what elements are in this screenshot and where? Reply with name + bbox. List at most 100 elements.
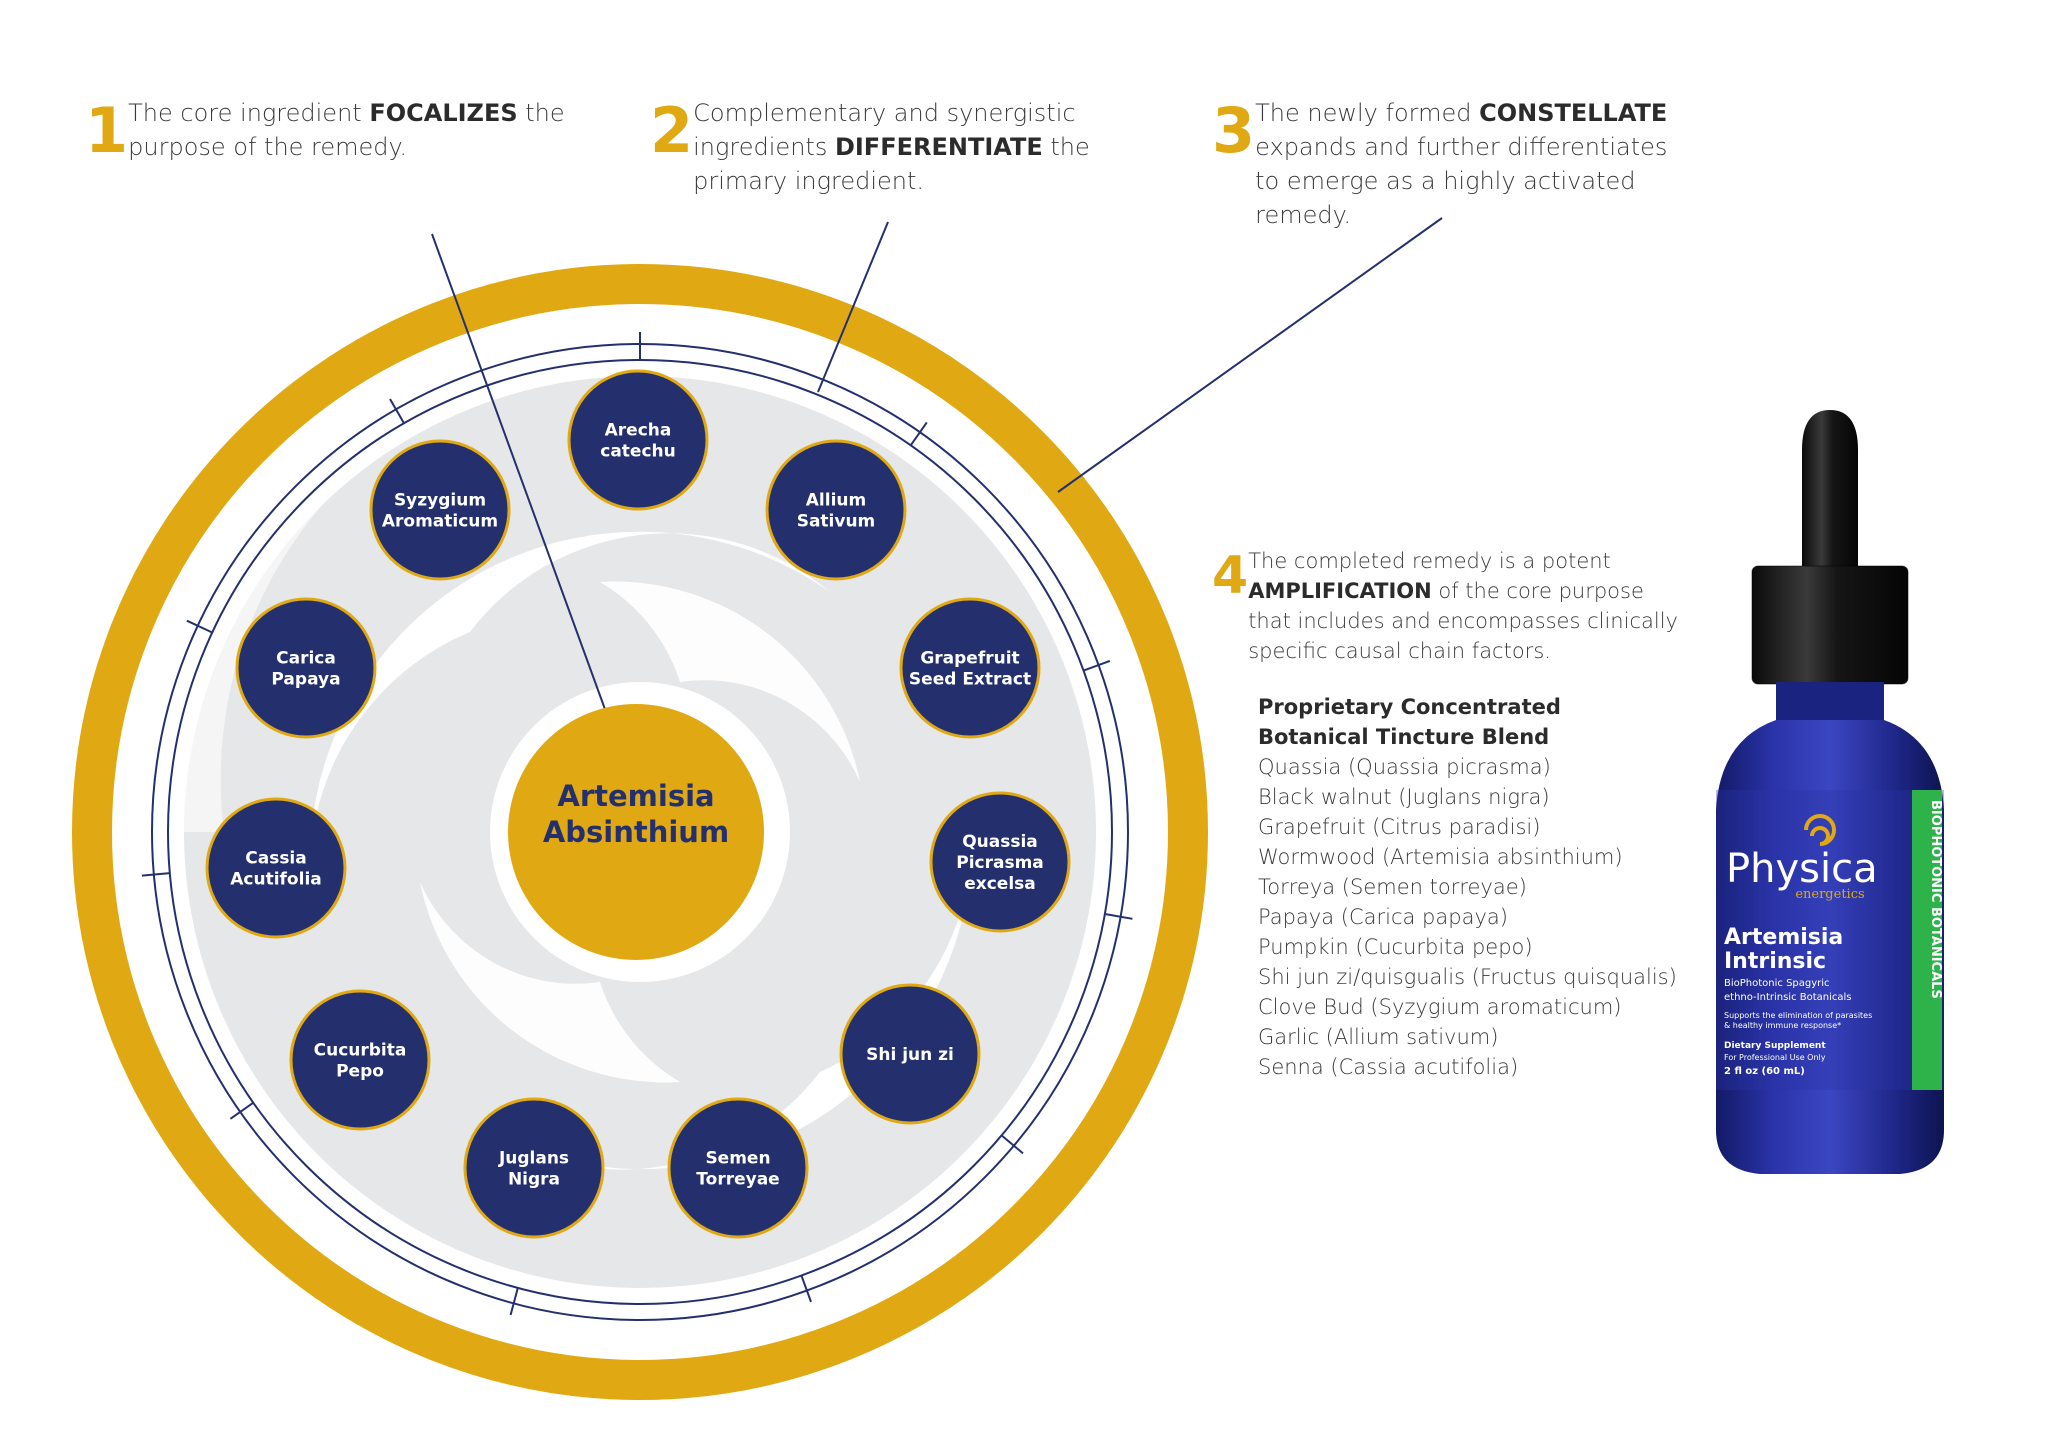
- ingredient-label: Aromaticum: [382, 512, 498, 532]
- blend-item: Quassia (Quassia picrasma): [1258, 755, 1551, 779]
- step-keyword: AMPLIFICATION: [1248, 579, 1432, 603]
- spoke: [800, 1275, 812, 1303]
- step-text-pre: The core ingredient: [128, 99, 370, 127]
- ingredient-label: Torreyae: [696, 1170, 779, 1190]
- bottle-body: [1716, 720, 1944, 1174]
- ingredient-node-circle: [289, 989, 431, 1131]
- step-4: 4 The completed remedy is a potent AMPLI…: [1212, 546, 1682, 666]
- step-keyword: FOCALIZES: [369, 99, 518, 127]
- ingredient-label: Semen: [705, 1149, 770, 1169]
- step-text: The completed remedy is a potent AMPLIFI…: [1248, 546, 1682, 666]
- ingredient-label: Picrasma: [956, 853, 1044, 873]
- step-text: The newly formed CONSTELLATE expands and…: [1255, 96, 1692, 232]
- blend-item: Garlic (Allium sativum): [1258, 1025, 1499, 1049]
- bottle-product-line-2: Intrinsic: [1724, 949, 1826, 974]
- ingredient-node-circle: [929, 791, 1071, 933]
- leader-lines: [431, 217, 1443, 713]
- step-text-pre: The completed remedy is a potent: [1248, 549, 1611, 573]
- step-text-post: expands and further differentiates to em…: [1255, 133, 1668, 229]
- ingredient-node: Shi jun zi: [839, 983, 981, 1125]
- blend-item: Pumpkin (Cucurbita pepo): [1258, 935, 1533, 959]
- spoke: [1104, 912, 1133, 920]
- blend-item: Shi jun zi/quisgualis (Fructus quisquali…: [1258, 965, 1677, 989]
- spoke: [141, 872, 170, 877]
- ingredient-node-circle: [235, 597, 377, 739]
- step-text-post: of the core purpose that includes and en…: [1248, 579, 1678, 663]
- step-number: 2: [650, 94, 694, 167]
- ingredient-label: Grapefruit: [920, 649, 1019, 669]
- step-text-post: the purpose of the remedy.: [128, 99, 565, 161]
- ingredient-label: excelsa: [964, 874, 1036, 894]
- ingredient-label: catechu: [600, 442, 676, 462]
- dropper-bulb: [1802, 410, 1858, 570]
- ingredient-label: Juglans: [498, 1149, 569, 1169]
- ingredient-label: Quassia: [962, 832, 1038, 852]
- step-text-pre: Complementary and synergistic ingredient…: [693, 99, 1076, 161]
- step-3: 3 The newly formed CONSTELLATE expands a…: [1212, 96, 1692, 232]
- spoke: [1083, 660, 1111, 672]
- ingredient-node-circle: [369, 439, 511, 581]
- blend-item: Torreya (Semen torreyae): [1258, 875, 1527, 899]
- spokes: [141, 332, 1133, 1316]
- bottle-volume: 2 fl oz (60 mL): [1724, 1066, 1805, 1077]
- ingredient-label: Papaya: [271, 670, 340, 690]
- ingredient-node-circle: [765, 439, 907, 581]
- center-label-line-2: Absinthium: [543, 815, 729, 849]
- leader-line-3: [1057, 217, 1443, 493]
- blend-item: Grapefruit (Citrus paradisi): [1258, 815, 1541, 839]
- bottle-support-line-1: Supports the elimination of parasites: [1724, 1011, 1872, 1020]
- ingredient-node-circle: [567, 369, 709, 511]
- ingredient-node-circle: [839, 983, 981, 1125]
- ingredient-label: Seed Extract: [909, 670, 1031, 690]
- spoke: [1000, 1134, 1024, 1155]
- blend-item: Papaya (Carica papaya): [1258, 905, 1508, 929]
- blend-panel: Proprietary Concentrated Botanical Tinct…: [1258, 692, 1698, 1082]
- ingredient-node-circle: [899, 597, 1041, 739]
- blend-title-line-1: Proprietary Concentrated: [1258, 695, 1561, 719]
- bottle-product-line-1: Artemisia: [1724, 925, 1843, 950]
- step-number: 4: [1212, 546, 1249, 606]
- step-keyword: CONSTELLATE: [1479, 99, 1668, 127]
- ingredient-node-circle: [205, 797, 347, 939]
- logo-spiral-icon: [1804, 814, 1836, 846]
- ingredient-label: Arecha: [605, 421, 672, 441]
- ingredient-node-circle: [463, 1097, 605, 1239]
- center-label-line-1: Artemisia: [557, 779, 714, 813]
- ingredient-label: Acutifolia: [230, 870, 322, 890]
- leader-line-2: [817, 221, 889, 393]
- side-label: BIOPHOTONIC BOTANICALS: [1928, 800, 1943, 999]
- spoke: [186, 619, 213, 634]
- step-number: 3: [1212, 94, 1256, 167]
- blend-title-line-2: Botanical Tincture Blend: [1258, 725, 1550, 749]
- blend-item: Wormwood (Artemisia absinthium): [1258, 845, 1623, 869]
- outer-gold-ring: [72, 264, 1208, 1400]
- center-node: [508, 704, 764, 960]
- ingredient-label: Syzygium: [394, 491, 486, 511]
- ingredient-label: Shi jun zi: [866, 1045, 954, 1065]
- ingredient-label: Allium: [806, 491, 866, 511]
- step-keyword: DIFFERENTIATE: [834, 133, 1043, 161]
- spoke: [389, 398, 405, 424]
- leader-line-1: [431, 233, 607, 713]
- step-text: The core ingredient FOCALIZES the purpos…: [128, 96, 605, 164]
- ingredient-label: Cassia: [245, 849, 306, 869]
- spoke: [909, 421, 928, 446]
- ingredient-label: Pepo: [336, 1062, 384, 1082]
- ingredient-label: Nigra: [508, 1170, 560, 1190]
- blend-item: Clove Bud (Syzygium aromaticum): [1258, 995, 1622, 1019]
- step-number: 1: [85, 94, 129, 167]
- blend-item: Black walnut (Juglans nigra): [1258, 785, 1550, 809]
- bottle-desc-line-2: ethno-Intrinsic Botanicals: [1724, 992, 1852, 1003]
- bottle-brand: Physica: [1726, 846, 1878, 892]
